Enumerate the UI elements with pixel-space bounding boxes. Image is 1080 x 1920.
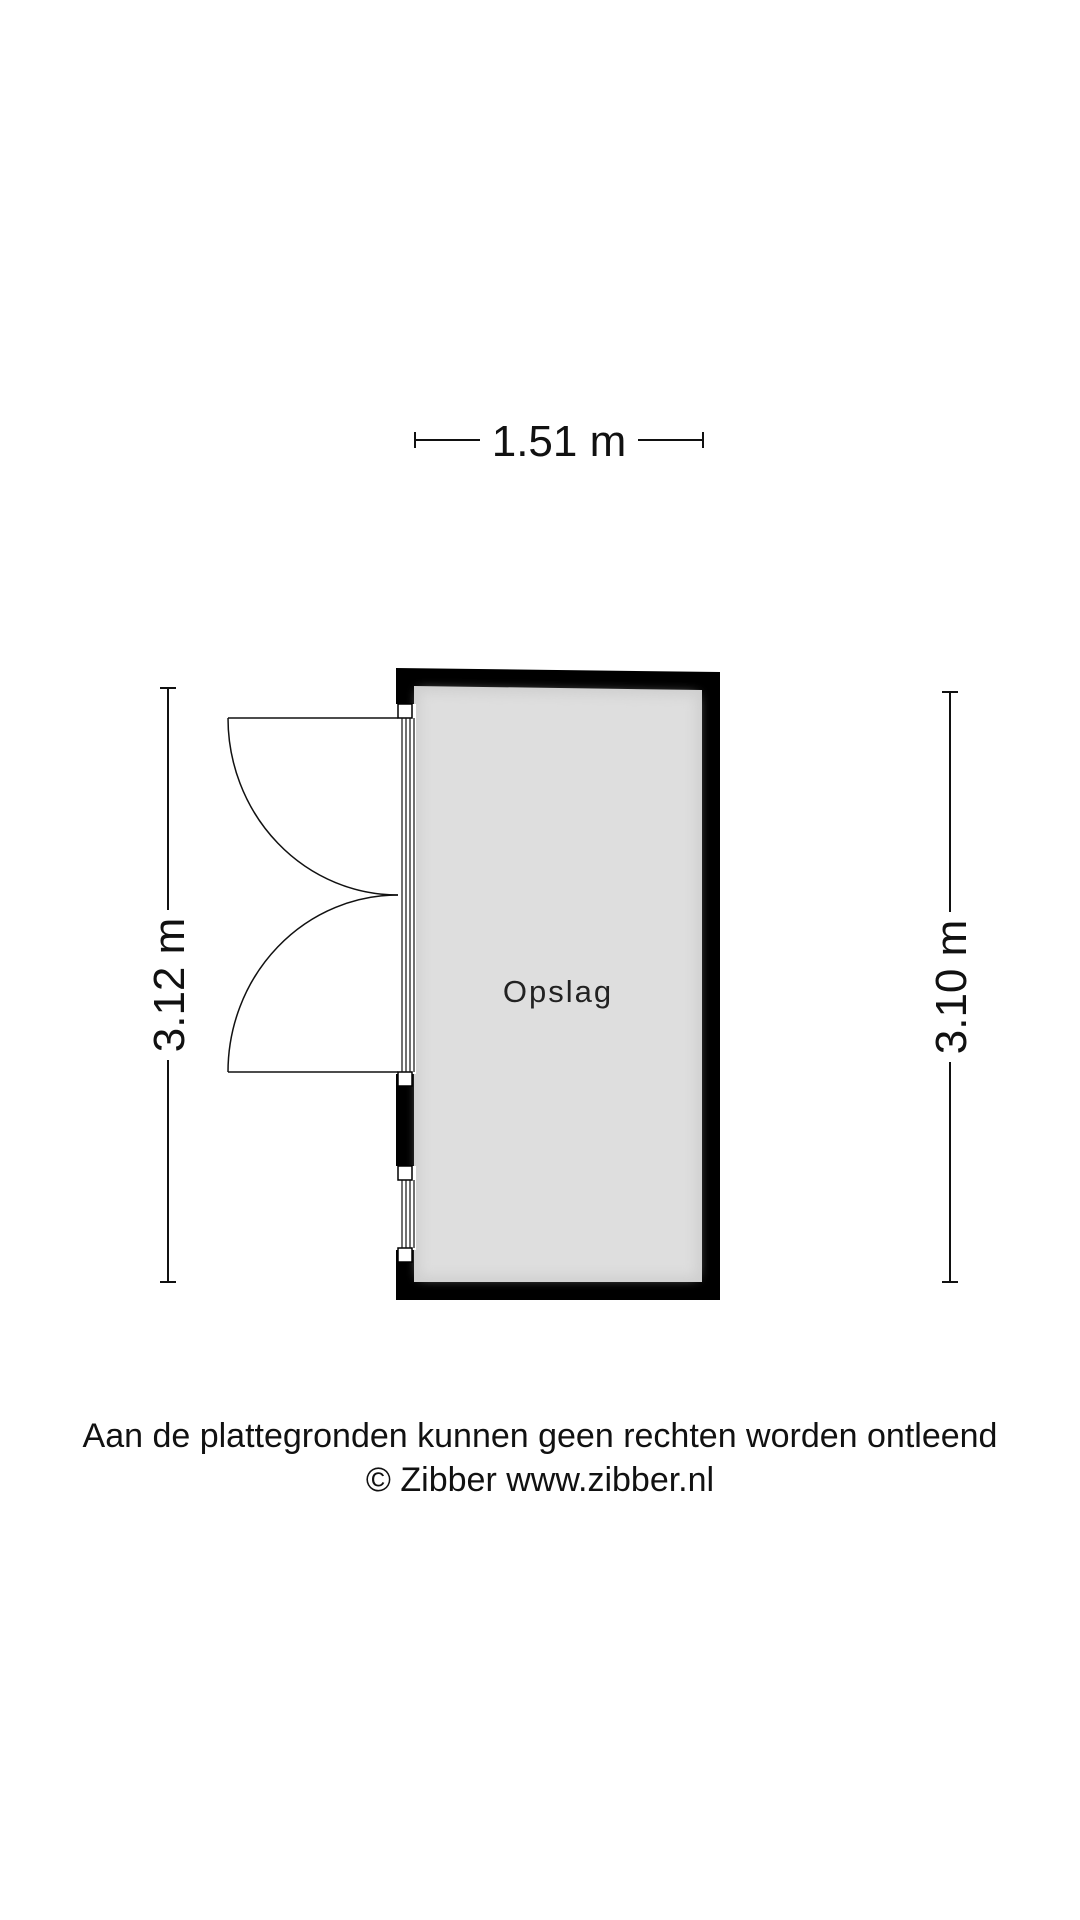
dimension-left-label: 3.12 m: [145, 918, 194, 1053]
room-opslag: Opslag: [394, 668, 720, 1300]
dimension-top-label: 1.51 m: [492, 417, 627, 466]
dimension-left: 3.12 m: [145, 687, 194, 1283]
copyright-text: © Zibber www.zibber.nl: [365, 1461, 715, 1499]
disclaimer-text: Aan de plattegronden kunnen geen rechten…: [82, 1417, 998, 1455]
double-door-icon: [227, 717, 399, 1073]
dimension-right-label: 3.10 m: [927, 920, 976, 1055]
dimension-right: 3.10 m: [927, 691, 976, 1283]
dimension-top: 1.51 m: [414, 417, 704, 466]
room-label: Opslag: [503, 974, 613, 1009]
